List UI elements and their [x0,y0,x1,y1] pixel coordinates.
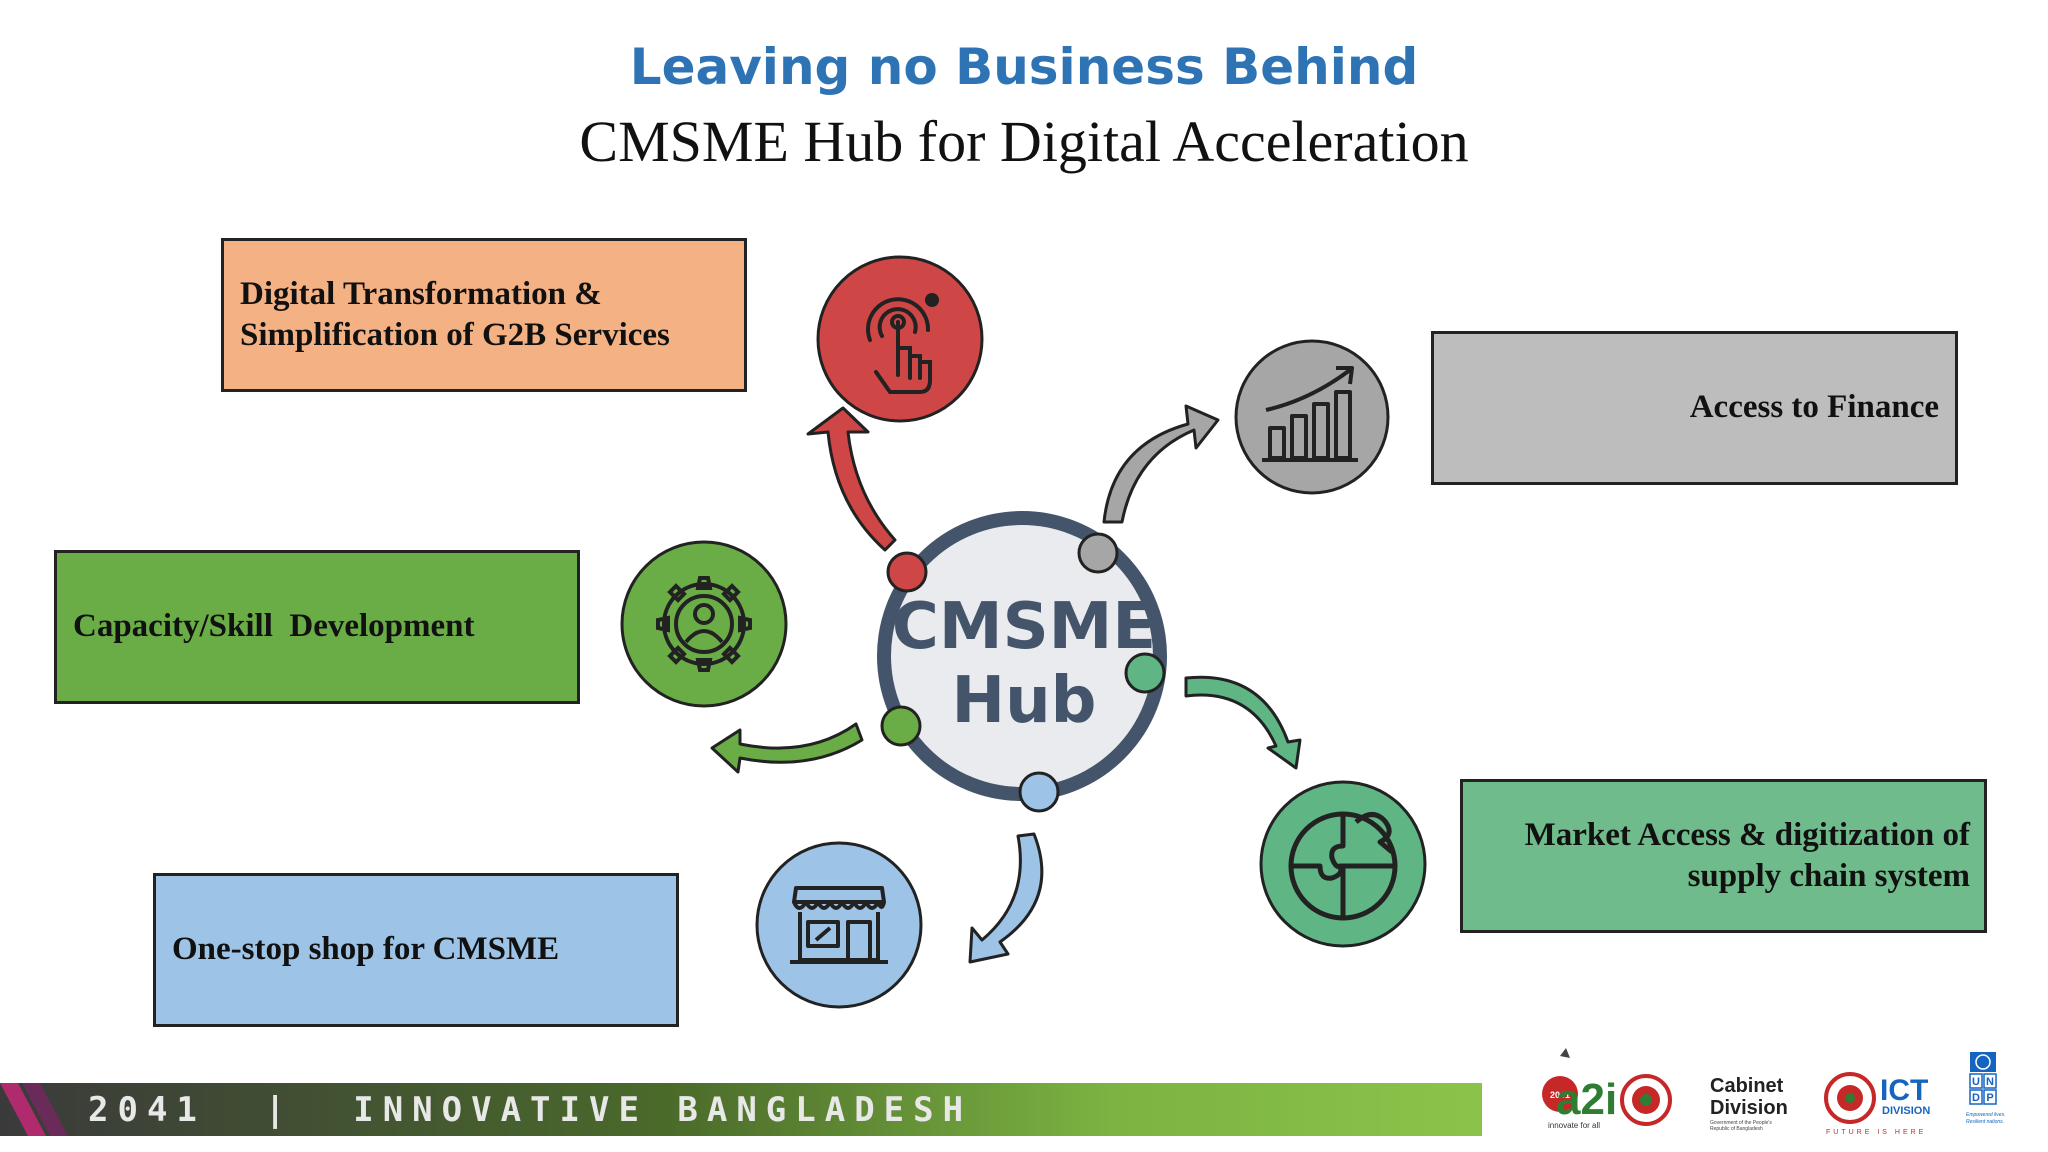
a2i-logo: 2041 a2i innovate for all [1542,1048,1617,1130]
undp-logo: U N D P Empowered lives. Resilient natio… [1966,1052,2005,1125]
growth-chart-icon [1234,339,1390,495]
undp-letter-u: U [1972,1076,1980,1088]
hub-node-green [880,705,922,747]
box-finance-label: Access to Finance [1689,389,1939,426]
cabinet-sub1: Government of the People's [1710,1120,1772,1126]
arrow-to-finance [1102,404,1220,524]
undp-letter-d: D [1972,1092,1980,1104]
hub-diagram: CMSME Hub [620,255,1427,1009]
arrow-to-capacity [710,722,864,774]
cmsme-hub: CMSME Hub [877,511,1167,813]
box-shop-label: One-stop shop for CMSME [172,931,560,968]
box-capacity-label: Capacity/Skill Development [73,608,475,645]
arrow-to-g2b [806,406,897,552]
ict-line1: ICT [1880,1074,1928,1107]
undp-letter-p: P [1986,1092,1993,1104]
ict-tagline: FUTURE IS HERE [1826,1129,1926,1136]
box-access-to-finance: Access to Finance [1431,331,1958,485]
cabinet-line2: Division [1710,1097,1788,1119]
undp-sub1: Empowered lives. [1966,1112,2005,1118]
box-g2b-services: Digital Transformation & Simplification … [221,238,747,392]
box-market-line1: Market Access & digitization of [1524,816,1970,853]
hub-node-blue [1018,771,1060,813]
footer-bar [0,1083,1482,1136]
hub-node-teal [1124,652,1166,694]
cabinet-division-logo: Cabinet Division Government of the Peopl… [1620,1074,1788,1132]
puzzle-icon [1259,780,1427,948]
a2i-year: 2041 [1550,1090,1570,1100]
hub-label-line2: Hub [952,664,1097,738]
undp-sub2: Resilient nations. [1966,1119,2004,1125]
box-one-stop-shop: One-stop shop for CMSME [153,873,679,1027]
cabinet-sub2: Republic of Bangladesh [1710,1126,1763,1132]
undp-letter-n: N [1986,1076,1994,1088]
box-market-access: Market Access & digitization of supply c… [1460,779,1987,933]
hub-node-red [886,551,928,593]
ict-division-logo: ICT DIVISION FUTURE IS HERE [1824,1072,1930,1136]
touch-icon [816,255,984,423]
footer-tagline: 2041 | INNOVATIVE BANGLADESH [88,1090,973,1130]
box-market-line2: supply chain system [1687,858,1970,894]
box-g2b-line2: Simplification of G2B Services [240,317,670,353]
a2i-wordmark: a2i [1556,1075,1617,1124]
page-subtitle: CMSME Hub for Digital Acceleration [579,109,1469,174]
cabinet-line1: Cabinet [1710,1075,1784,1097]
hub-node-gray [1077,532,1119,574]
footer-logos: 2041 a2i innovate for all Cabinet Divisi… [1542,1048,2005,1136]
box-capacity-development: Capacity/Skill Development [54,550,580,704]
arrow-to-market [1184,675,1302,770]
page-title: Leaving no Business Behind [629,38,1419,96]
a2i-tagline: innovate for all [1548,1121,1600,1130]
gear-person-icon [620,540,788,708]
box-g2b-line1: Digital Transformation & [240,275,602,312]
hub-label-line1: CMSME [892,590,1156,664]
ict-line2: DIVISION [1882,1105,1930,1117]
storefront-icon [755,841,923,1009]
arrow-to-shop [968,832,1044,964]
